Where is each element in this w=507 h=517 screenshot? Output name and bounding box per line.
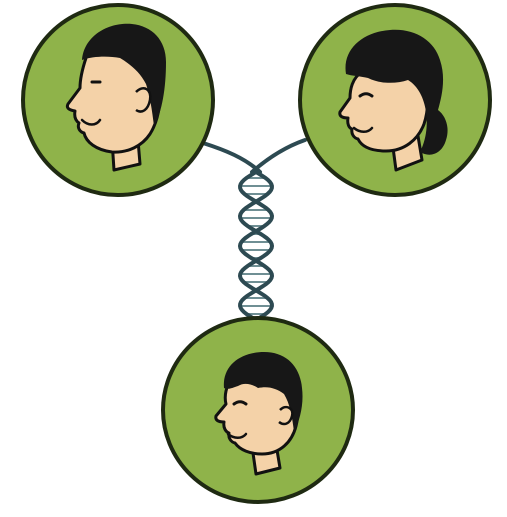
father-node [23, 5, 213, 195]
mother-node [300, 5, 490, 195]
dna-rungs [240, 178, 272, 314]
child-node [163, 318, 353, 502]
dna-strand-right-arm [252, 140, 305, 172]
dna-double-helix-icon [203, 140, 305, 320]
dna-strand-left-arm [203, 143, 260, 172]
